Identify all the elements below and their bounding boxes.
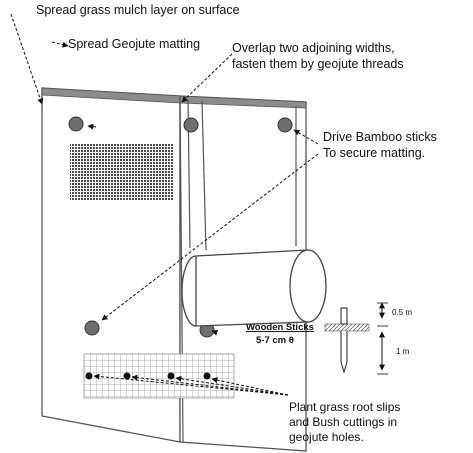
leader-plant-a (93, 373, 289, 396)
geojute-hole-grid (83, 353, 235, 399)
matting-roll (181, 249, 327, 327)
plant-dot-2 (123, 372, 131, 380)
peg-top-middle (183, 117, 199, 133)
label-sticks-title: Wooden Sticks (246, 322, 314, 333)
label-sticks-size: 5-7 cm θ (256, 335, 294, 346)
geojute-mesh-swatch (70, 144, 174, 200)
label-bamboo-line1: Drive Bamboo sticks (323, 130, 437, 144)
wooden-stick-detail (324, 302, 388, 375)
dimension-top: 0.5 m (392, 308, 412, 317)
leader-plant-c (175, 375, 289, 396)
plant-dot-1 (85, 372, 93, 380)
label-overlap-line1: Overlap two adjoining widths, (232, 41, 395, 55)
peg-top-left (68, 116, 84, 132)
leader-peg-short (87, 123, 97, 130)
peg-top-right (277, 117, 293, 133)
label-bamboo-line2: To secure matting. (323, 146, 425, 160)
overlap-line-c (201, 100, 207, 251)
leader-geojute (51, 41, 69, 48)
bamboo-stick-pegs (68, 116, 293, 338)
leader-lines (10, 13, 319, 396)
leader-bamboo-middle (211, 329, 219, 336)
planting-dots (85, 372, 211, 380)
label-geojute: Spread Geojute matting (68, 37, 200, 51)
plant-dot-4 (203, 372, 211, 380)
stick-shaft (340, 331, 348, 374)
peg-lower-left (84, 320, 100, 336)
label-plant-line2: and Bush cuttings in (289, 415, 397, 429)
label-plant-line3: geojute holes. (289, 430, 364, 444)
stick-cap (340, 307, 348, 325)
label-overlap-line2: fasten them by geojute threads (232, 57, 404, 71)
plant-dot-3 (167, 372, 175, 380)
leader-plant-b (131, 374, 289, 396)
leader-bamboo-down (101, 153, 319, 321)
label-grass-mulch: Spread grass mulch layer on surface (36, 3, 240, 17)
soil-surface (324, 323, 370, 332)
leader-grass-mulch (10, 13, 44, 105)
label-plant-line1: Plant grass root slips (289, 400, 400, 414)
leader-overlap (181, 53, 233, 103)
dimension-bottom: 1 m (396, 347, 410, 356)
leader-plant-d (211, 377, 289, 396)
